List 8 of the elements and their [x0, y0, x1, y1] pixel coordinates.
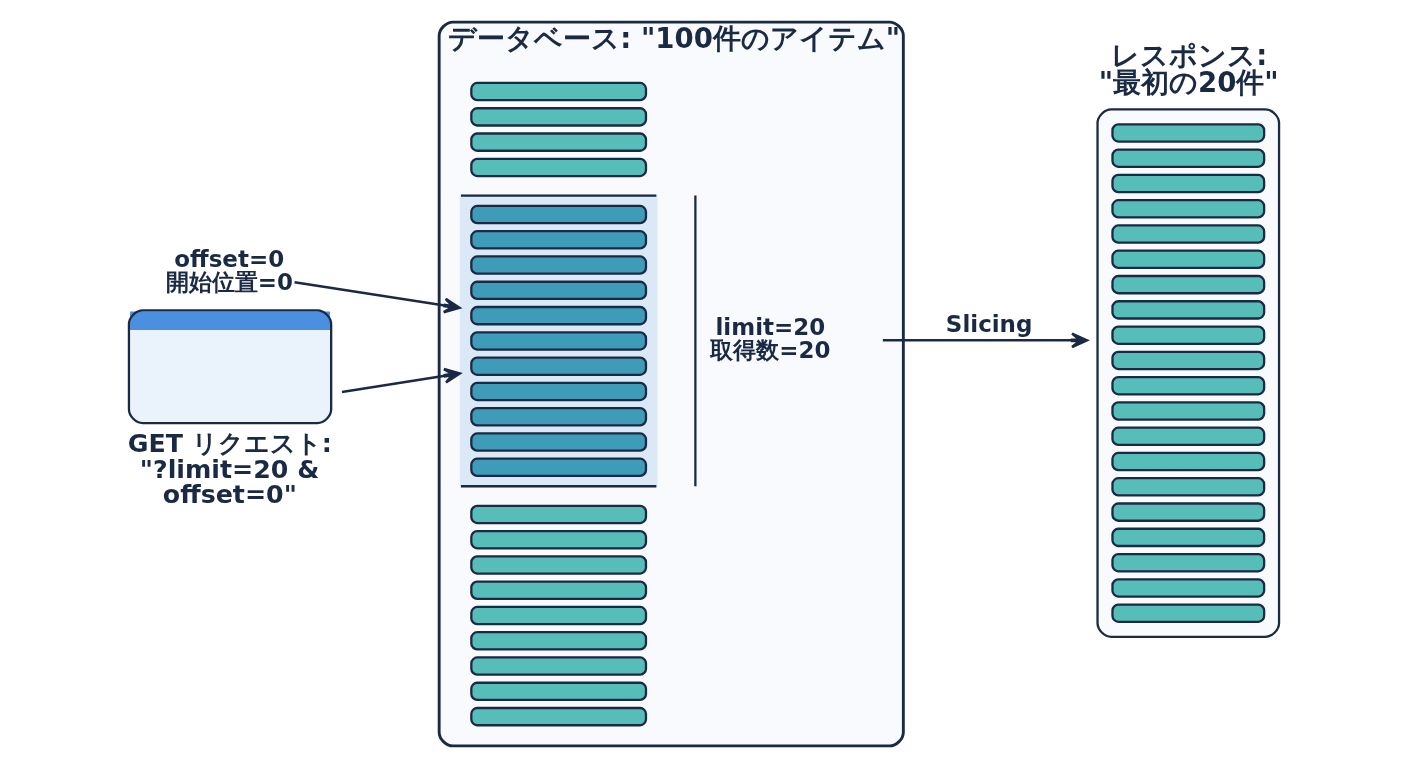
arrow: [341, 367, 461, 394]
arrow: [294, 281, 461, 314]
node-text: offset=0 開始位置=0: [165, 245, 293, 295]
node-label: 取得数=20: [710, 337, 831, 364]
arrow: [882, 332, 1089, 349]
node-label: レスポンス: "最初の20件": [1098, 38, 1279, 100]
node-label: GET リクエスト: "?limit=20 & offset=0": [127, 429, 332, 510]
edge-label: Slicing: [945, 311, 1033, 338]
